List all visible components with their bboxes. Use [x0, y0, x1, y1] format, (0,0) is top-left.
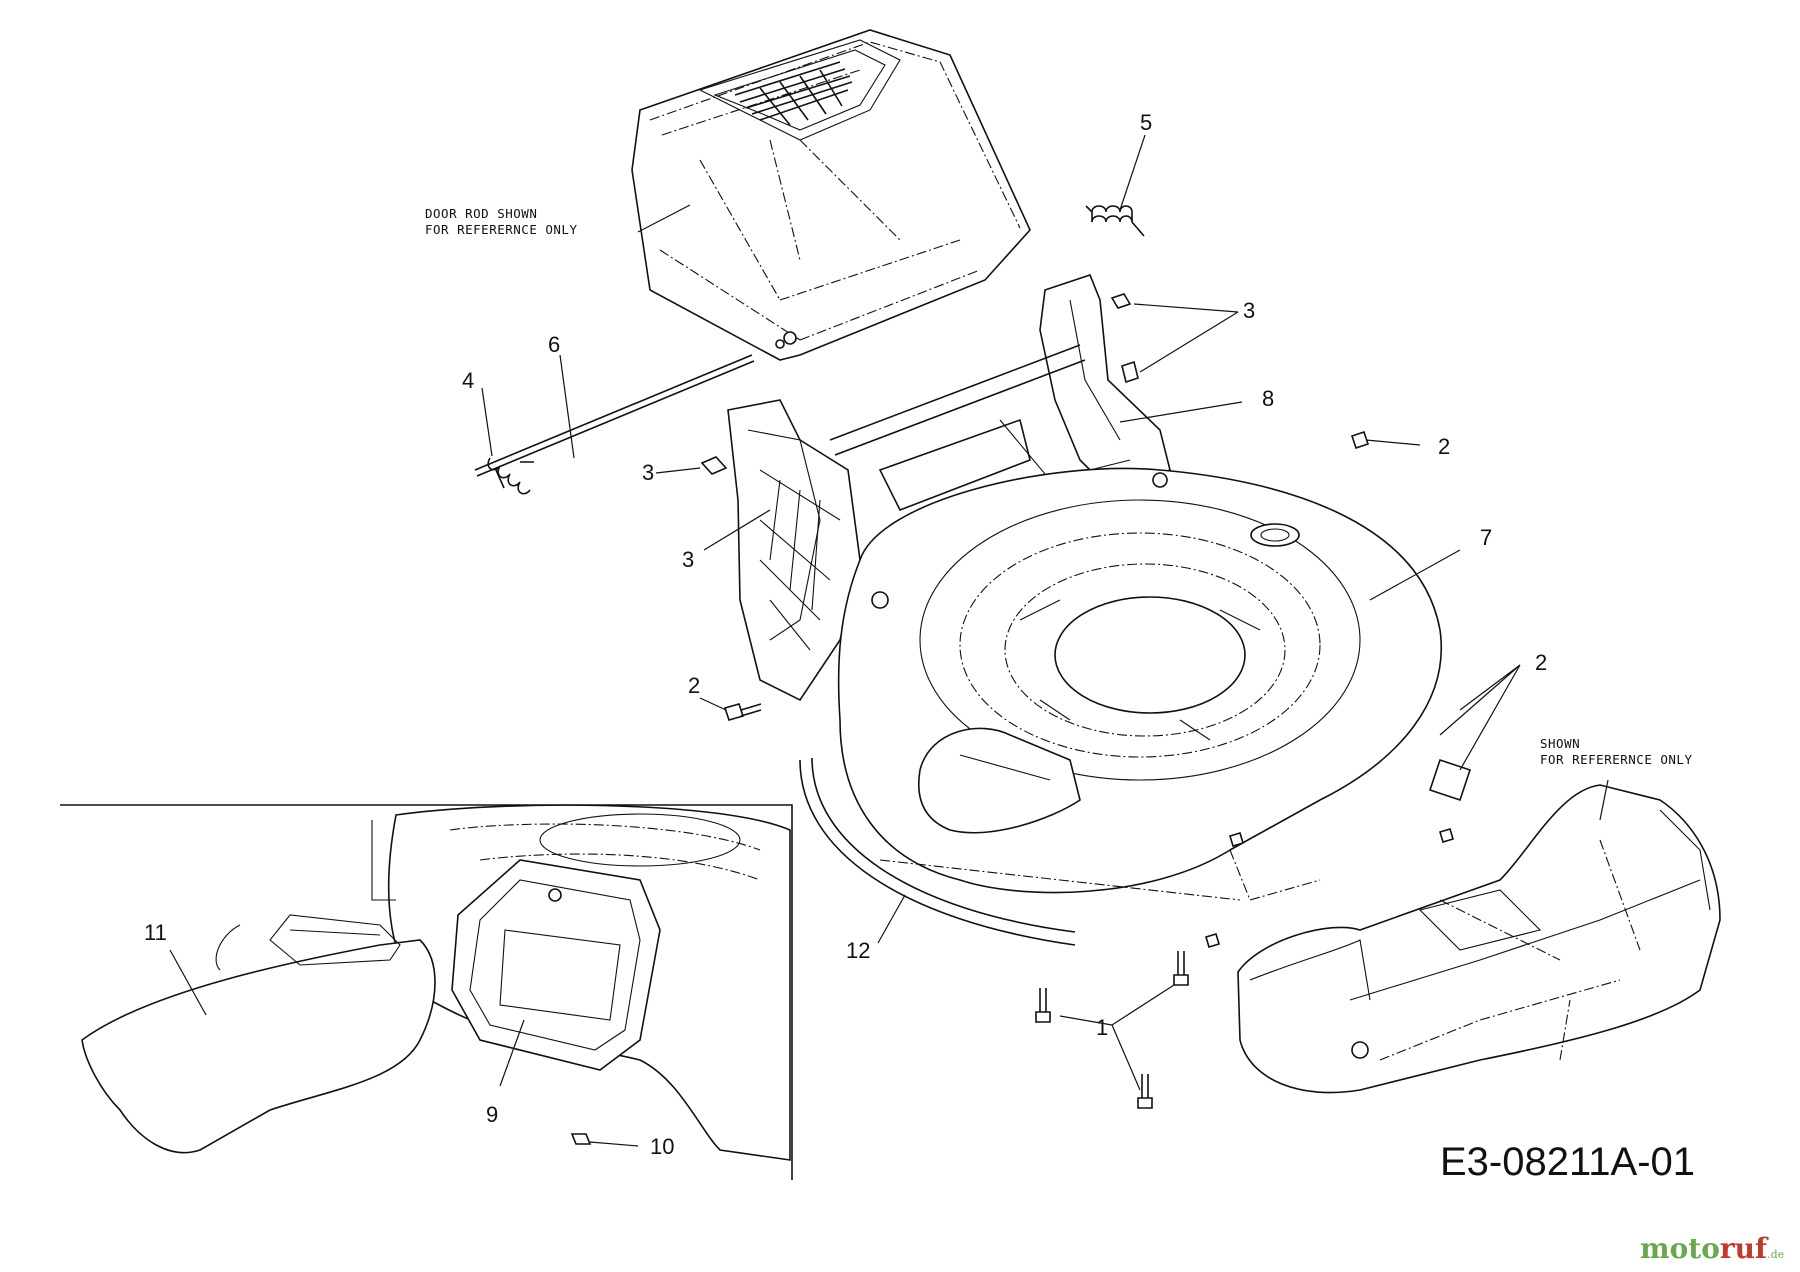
callout-3-lower-left: 3: [682, 547, 694, 572]
screw-part-2-c: [1205, 828, 1454, 948]
mower-deck-part-7: [837, 467, 1472, 901]
screw-part-2-b: [1350, 430, 1370, 450]
callout-4: 4: [462, 368, 474, 393]
note-door-rod-line1: DOOR ROD SHOWN: [425, 206, 537, 221]
screw-part-2-a: [723, 703, 762, 721]
note-door-rod-line2: FOR REFERERNCE ONLY: [425, 222, 578, 237]
callout-6: 6: [548, 332, 560, 357]
bolt-part-1-c: [1137, 1074, 1153, 1109]
trim-strip-part-12: [799, 757, 1076, 946]
bolt-part-1-b: [1173, 951, 1189, 986]
diagram-code: E3-08211A-01: [1440, 1140, 1695, 1184]
callout-10: 10: [650, 1134, 674, 1159]
callout-8: 8: [1262, 386, 1274, 411]
rear-door-part: [631, 29, 1031, 361]
spring-part-5: [1085, 205, 1145, 237]
clip-part-3-left: [700, 456, 728, 475]
watermark-logo: motoruf.de: [1640, 1232, 1784, 1265]
grass-bag-reference: [1237, 784, 1721, 1094]
callout-2-right: 2: [1438, 434, 1450, 459]
callout-2-left: 2: [688, 673, 700, 698]
watermark-part2: ruf: [1719, 1232, 1768, 1265]
clip-part-3-right: [1121, 360, 1139, 384]
note-shown-line1: SHOWN: [1540, 736, 1580, 751]
callout-5: 5: [1140, 110, 1152, 135]
clip-part-3-top: [1110, 293, 1132, 309]
callout-12: 12: [846, 938, 870, 963]
rear-frame-part-8: [727, 274, 1171, 702]
door-grip-hatching: [734, 61, 853, 126]
watermark-part1: moto: [1640, 1232, 1720, 1265]
callout-7: 7: [1480, 525, 1492, 550]
callout-1: 1: [1096, 1015, 1108, 1040]
callout-3-top: 3: [1243, 298, 1255, 323]
callout-9: 9: [486, 1102, 498, 1127]
spring-part-4: [487, 457, 534, 495]
callout-11: 11: [144, 920, 167, 945]
inset-view: [60, 804, 793, 1180]
bolt-part-1-a: [1035, 988, 1051, 1023]
watermark-part3: .de: [1767, 1248, 1785, 1261]
callout-3-left: 3: [642, 460, 654, 485]
note-shown-line2: FOR REFERERNCE ONLY: [1540, 752, 1693, 767]
callout-2-lower-right: 2: [1535, 650, 1547, 675]
door-rod-part-6: [474, 354, 755, 477]
leader-lines: [169, 134, 1609, 1147]
